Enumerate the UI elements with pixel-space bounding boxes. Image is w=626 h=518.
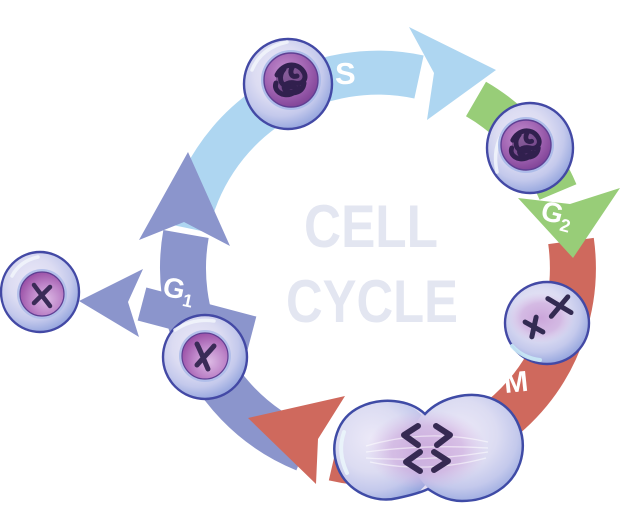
exited-cell-highlight xyxy=(10,255,40,278)
g2-cell xyxy=(485,101,575,195)
s-phase-label: S xyxy=(335,56,356,91)
g1-phase-label: G1 xyxy=(159,271,197,312)
g1-cell xyxy=(161,313,249,401)
g2-arrowhead xyxy=(518,188,620,258)
metaphase-chromosome-right xyxy=(545,294,574,319)
metaphase-cell-highlight xyxy=(510,344,542,362)
metaphase-chromosome-left xyxy=(522,314,546,340)
g1-cell-highlight xyxy=(173,318,216,332)
s-cell xyxy=(242,37,334,131)
chromosome-right-bottom xyxy=(431,449,451,473)
title-line1: CELL xyxy=(304,193,438,260)
m-arrowhead xyxy=(248,396,345,484)
s-arrowhead xyxy=(409,27,496,120)
g1-cell-chromosome xyxy=(194,341,217,372)
s-cell-highlight xyxy=(250,40,289,72)
exited-cell-chromosome xyxy=(31,282,53,309)
chromosome-left-bottom xyxy=(403,449,423,474)
exited-cell xyxy=(0,250,81,334)
chromosome-right-top xyxy=(433,423,453,448)
dividing-cell-highlight xyxy=(339,430,349,475)
dividing-cell-center-blotch xyxy=(367,410,487,490)
g1-arrowhead xyxy=(139,152,230,246)
title-line2: CYCLE xyxy=(286,268,458,335)
m-phase-label: M xyxy=(502,366,529,400)
metaphase-cell xyxy=(503,280,591,366)
anaphase-chromosomes xyxy=(401,423,453,474)
g1-exit-arrowhead xyxy=(79,269,143,337)
spindle-fibers xyxy=(365,435,489,468)
dividing-cell xyxy=(333,393,524,503)
dividing-cell-membrane xyxy=(333,393,524,503)
chromosome-left-top xyxy=(401,423,421,448)
